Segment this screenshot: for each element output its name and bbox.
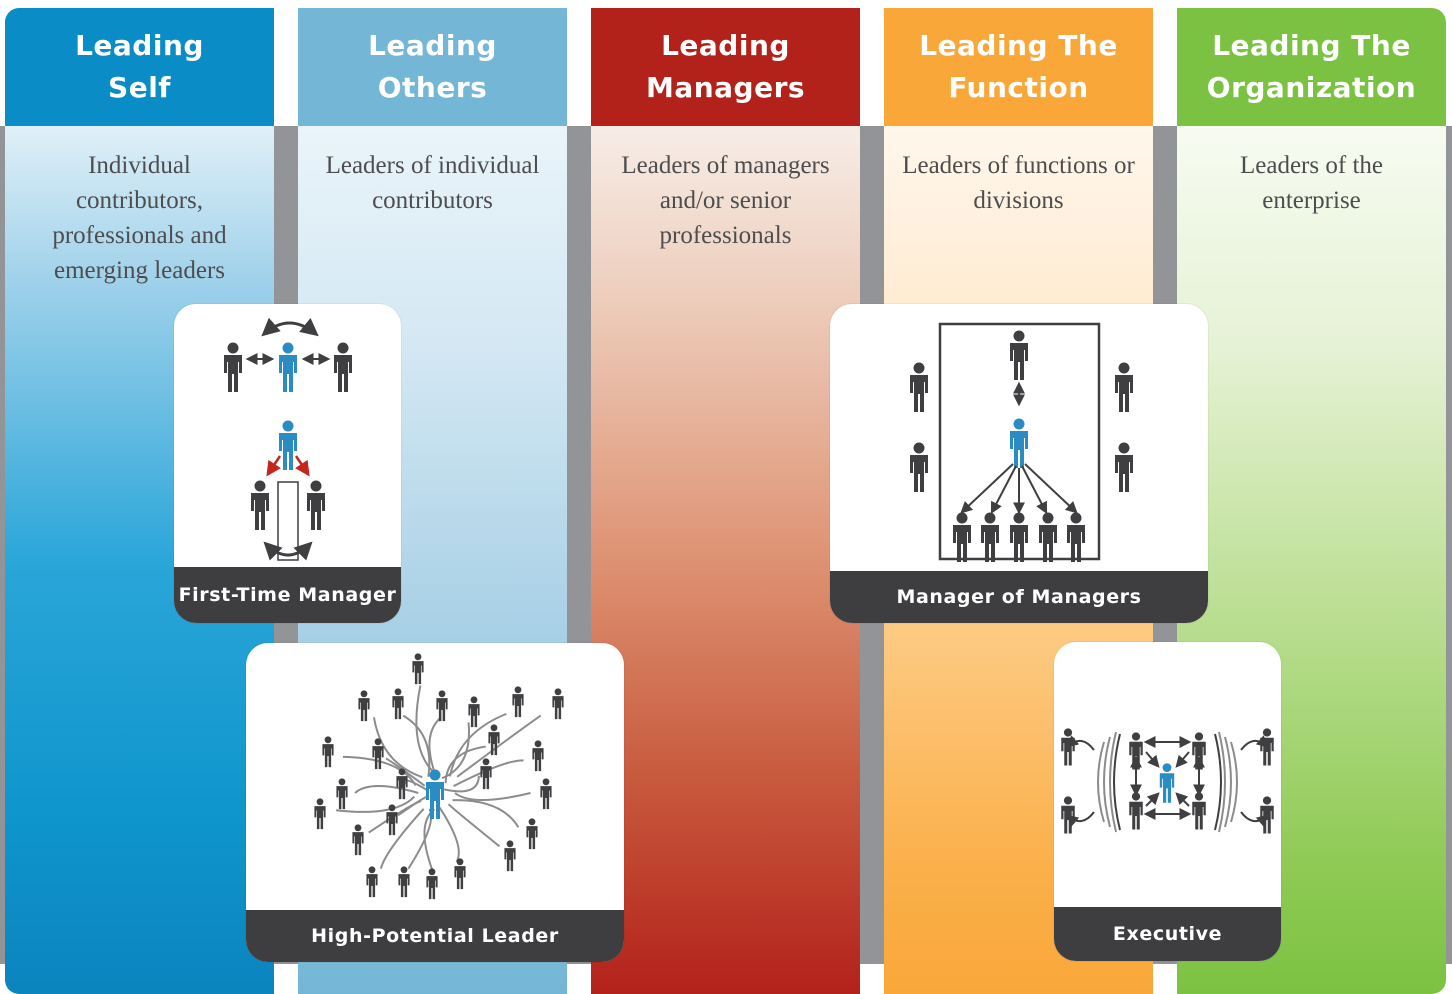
team-icon bbox=[224, 317, 352, 561]
card-label: High-Potential Leader bbox=[246, 910, 624, 962]
card-manager-of-managers: Manager of Managers bbox=[830, 304, 1208, 623]
column-title-line1: Leading The bbox=[919, 29, 1118, 62]
network-icon bbox=[314, 653, 564, 900]
column-description: Leaders of managers and/or senior profes… bbox=[621, 152, 830, 249]
column-title-line1: Leading The bbox=[1212, 29, 1411, 62]
column-leading-managers: Leading Managers Leaders of managers and… bbox=[591, 8, 860, 994]
card-high-potential-leader: High-Potential Leader bbox=[246, 643, 624, 962]
card-label: First-Time Manager bbox=[174, 567, 401, 623]
column-title-line1: Leading bbox=[661, 29, 790, 62]
column-title-line2: Managers bbox=[645, 71, 806, 104]
column-leading-self: Leading Self Individual contributors, pr… bbox=[5, 8, 274, 994]
column-description: Individual contributors, professionals a… bbox=[52, 152, 227, 284]
card-executive: Executive bbox=[1054, 642, 1281, 961]
column-title-line1: Leading bbox=[368, 29, 497, 62]
column-title-line2: Organization bbox=[1206, 71, 1417, 104]
card-first-time-manager: First-Time Manager bbox=[174, 304, 401, 623]
card-label: Executive bbox=[1054, 907, 1281, 961]
column-title-line2: Self bbox=[108, 71, 171, 104]
column-body: Leaders of managers and/or senior profes… bbox=[591, 126, 860, 994]
column-header: Leading The Function bbox=[884, 8, 1153, 126]
org-chart-icon bbox=[910, 322, 1133, 562]
column-description: Leaders of individual contributors bbox=[325, 152, 540, 214]
column-header: Leading Self bbox=[5, 8, 274, 126]
column-description: Leaders of functions or divisions bbox=[902, 152, 1135, 214]
column-title-line1: Leading bbox=[75, 29, 204, 62]
card-label: Manager of Managers bbox=[830, 571, 1208, 623]
column-header: Leading Others bbox=[298, 8, 567, 126]
column-header: Leading The Organization bbox=[1177, 8, 1446, 126]
column-title-line2: Others bbox=[377, 71, 488, 104]
column-header: Leading Managers bbox=[591, 8, 860, 126]
executive-icon bbox=[1061, 728, 1274, 834]
column-description: Leaders of the enterprise bbox=[1240, 152, 1383, 214]
column-title-line2: Function bbox=[948, 71, 1089, 104]
